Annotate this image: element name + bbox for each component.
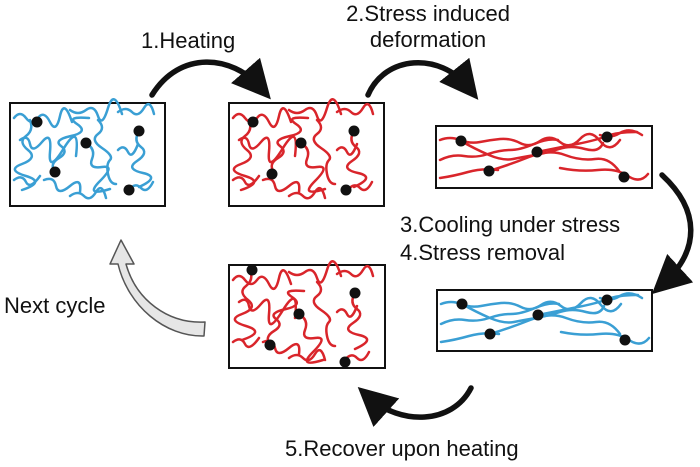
next-cycle-arrow <box>109 239 206 337</box>
panel-heated-state <box>228 98 385 207</box>
heating-arrow <box>149 57 271 100</box>
panel-deformed-state <box>435 125 653 189</box>
cooling-arrow <box>651 172 694 295</box>
panel-initial-state <box>9 98 166 207</box>
panel-recovered-state <box>228 260 386 369</box>
panel-fixed-temporary-state <box>436 289 653 352</box>
step4-label: 4.Stress removal <box>400 240 566 265</box>
step1-label: 1.Heating <box>141 28 236 53</box>
deformation-arrow <box>365 57 479 100</box>
next-cycle-label: Next cycle <box>4 293 106 318</box>
step2-label-line1: 2.Stress induced <box>346 1 510 26</box>
step2-label-line2: deformation <box>369 27 487 52</box>
step3-label: 3.Cooling under stress <box>400 212 621 237</box>
step5-label: 5.Recover upon heating <box>285 436 519 461</box>
recovery-arrow <box>357 385 474 428</box>
